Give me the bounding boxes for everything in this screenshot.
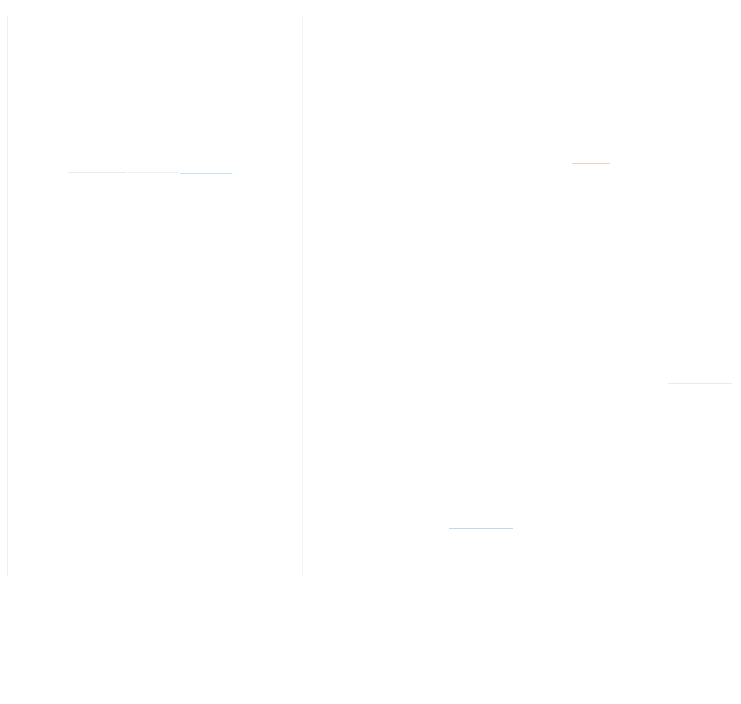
right-link-underline-blue[interactable] — [449, 528, 513, 529]
pane-divider[interactable] — [302, 16, 303, 576]
right-link-underline-gray[interactable] — [668, 383, 732, 384]
left-link-underline-1[interactable] — [68, 172, 126, 173]
left-pane — [7, 16, 303, 576]
left-link-underline-3[interactable] — [180, 173, 232, 174]
left-link-underline-2[interactable] — [128, 172, 178, 173]
right-pane — [303, 16, 734, 576]
right-link-underline-orange[interactable] — [572, 163, 610, 164]
app-window — [7, 16, 734, 576]
